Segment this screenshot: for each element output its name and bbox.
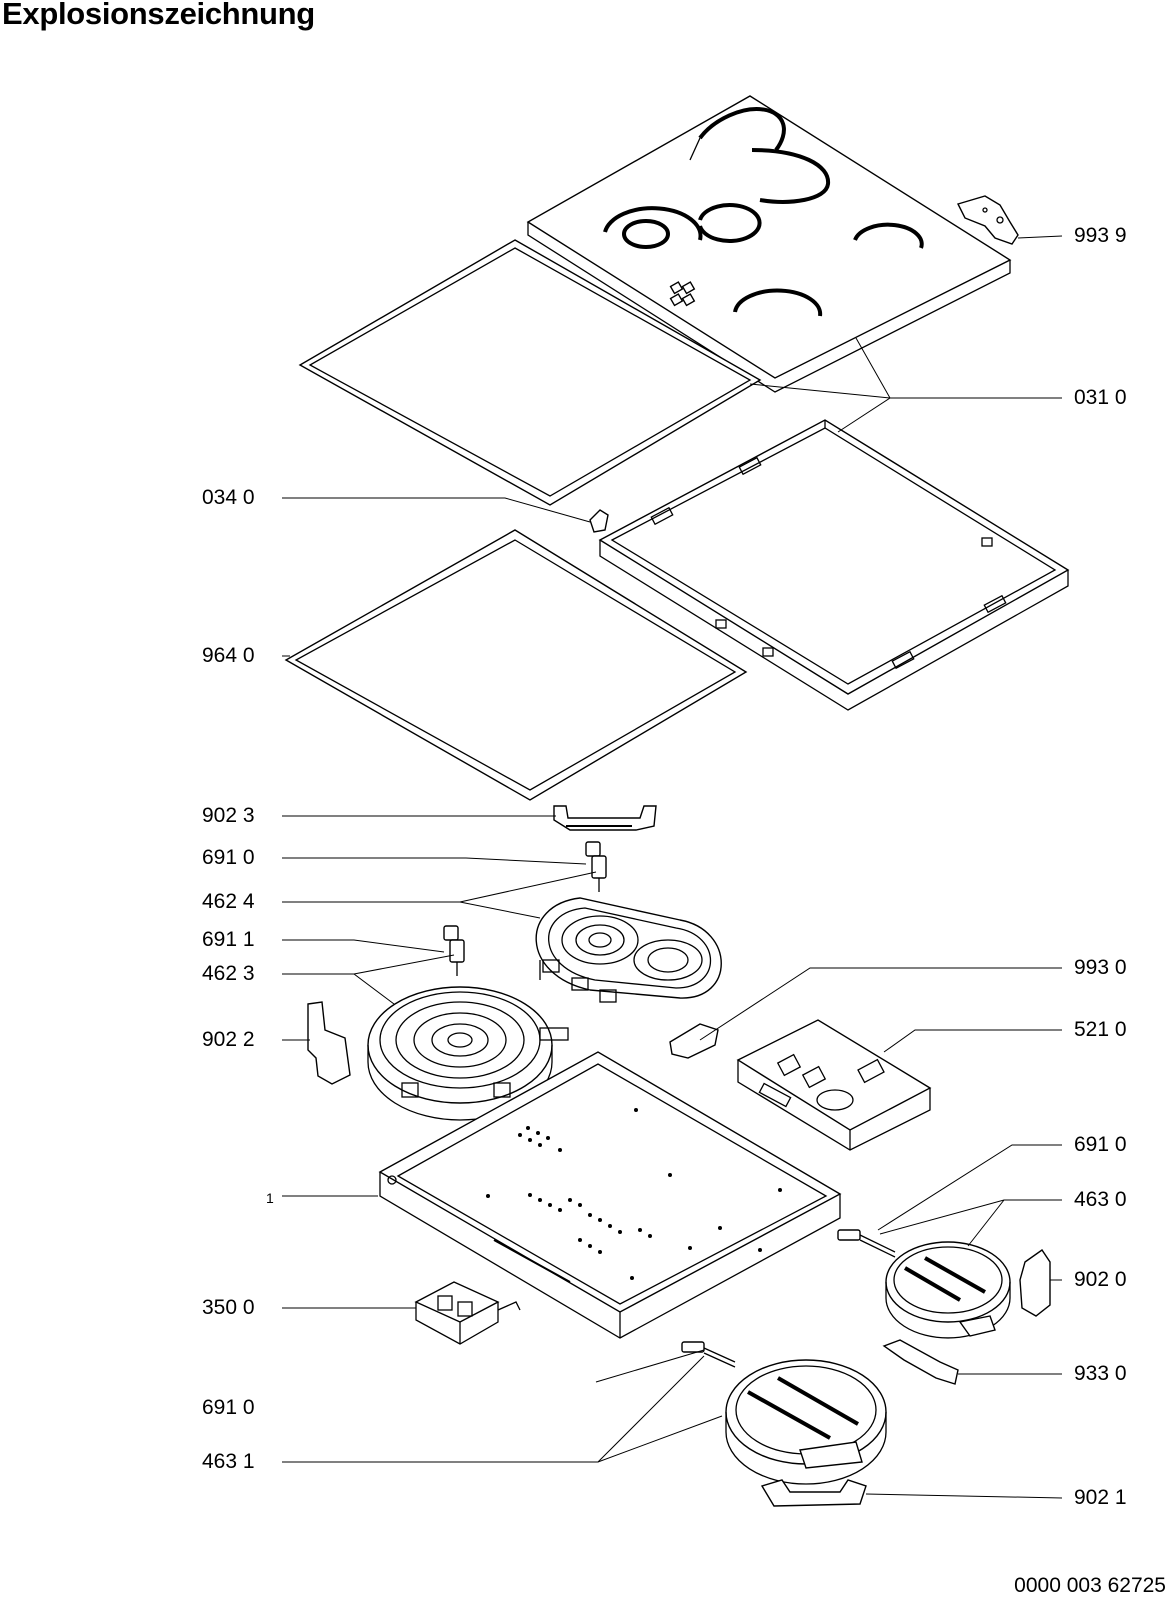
label-993-0: 993 0: [1074, 956, 1127, 979]
label-463-0: 463 0: [1074, 1188, 1127, 1211]
label-902-2: 902 2: [202, 1028, 255, 1051]
glass-ceramic-top: [526, 95, 1012, 393]
label-463-1: 463 1: [202, 1450, 255, 1473]
mounting-frame: [598, 419, 1070, 711]
part-933-0: [882, 1339, 959, 1385]
label-034-0: 034 0: [202, 486, 255, 509]
label-031-0: 031 0: [1074, 386, 1127, 409]
label-691-1: 691 1: [202, 928, 255, 951]
label-350-0: 350 0: [202, 1296, 255, 1319]
clip-034-0: [589, 509, 609, 533]
bracket-902-2: [307, 1001, 351, 1085]
sensor-691-0-lower: [681, 1341, 736, 1368]
bracket-902-3: [553, 805, 657, 831]
sensor-pin-691-1: [443, 925, 465, 976]
bracket-902-0: [1019, 1249, 1051, 1317]
bracket-993-9: [957, 195, 1019, 245]
document-number: 0000 003 62725: [1014, 1574, 1166, 1597]
base-tray: [378, 1051, 842, 1339]
sensor-691-0-right: [837, 1229, 896, 1258]
sensor-pin-691-0: [585, 841, 607, 892]
label-462-4: 462 4: [202, 890, 255, 913]
label-933-0: 933 0: [1074, 1362, 1127, 1385]
seal-frame: [298, 239, 762, 506]
label-691-0-right: 691 0: [1074, 1133, 1127, 1156]
label-1: 1: [266, 1190, 274, 1206]
frame-seal: [284, 529, 748, 801]
bracket-902-1: [760, 1479, 867, 1507]
heating-element-round: [367, 986, 569, 1121]
heating-element-oval: [535, 897, 722, 1003]
control-module: [736, 1019, 932, 1151]
leader-lines: [282, 235, 1063, 1499]
terminal-block: [414, 1281, 521, 1345]
label-964-0: 964 0: [202, 644, 255, 667]
label-993-9: 993 9: [1074, 224, 1127, 247]
label-691-0-bottom: 691 0: [202, 1396, 255, 1419]
heating-element-463-0: [885, 1241, 1011, 1339]
label-521-0: 521 0: [1074, 1018, 1127, 1041]
heating-element-463-1: [725, 1359, 887, 1485]
clip-993-0: [669, 1023, 719, 1059]
label-902-1: 902 1: [1074, 1486, 1127, 1509]
page-title: Explosionszeichnung: [2, 0, 315, 31]
label-462-3: 462 3: [202, 962, 255, 985]
label-691-0-top: 691 0: [202, 846, 255, 869]
label-902-0: 902 0: [1074, 1268, 1127, 1291]
label-902-3: 902 3: [202, 804, 255, 827]
